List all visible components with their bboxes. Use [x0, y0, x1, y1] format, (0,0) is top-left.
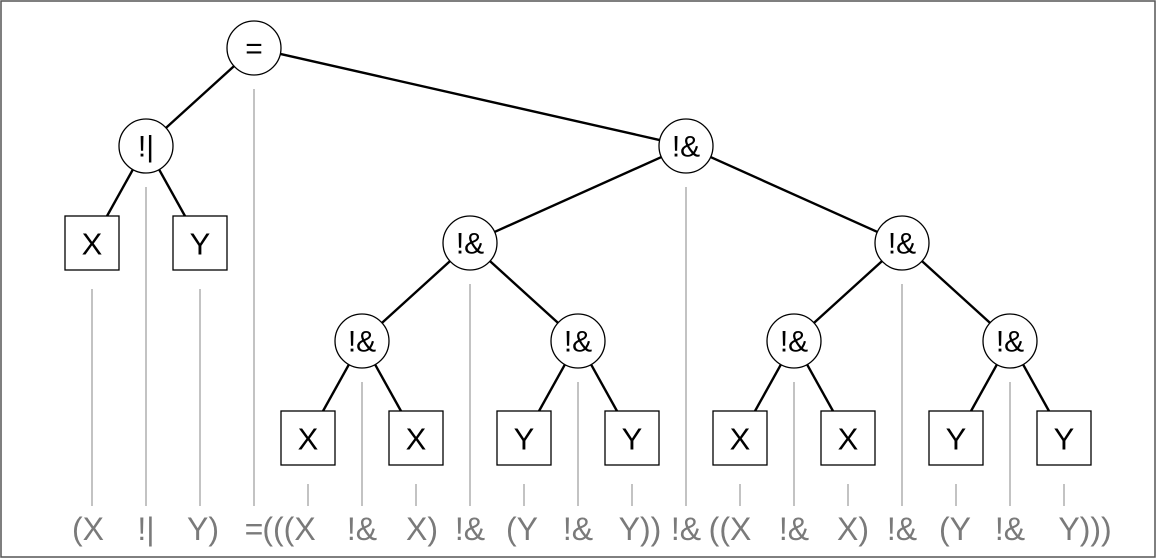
tree-edges — [105, 52, 1051, 412]
node-label: Y — [946, 422, 967, 457]
operator-circle — [334, 313, 390, 369]
node-label: X — [838, 422, 859, 457]
expression-token: Y))) — [1058, 511, 1111, 547]
edge-nand_l-nand_ll — [381, 260, 451, 324]
expression-token: !& — [887, 511, 917, 547]
leaf-box — [712, 410, 768, 466]
leaf-box — [172, 215, 228, 271]
edge-nand_lr-y2 — [537, 364, 566, 412]
leaf-box — [604, 410, 660, 466]
expression-token: (Y — [939, 511, 971, 547]
node-label: X — [406, 422, 427, 457]
operator-circle — [226, 20, 282, 76]
edge-or-y1 — [158, 169, 187, 217]
node-label: Y — [190, 227, 211, 262]
expression-token: (X — [72, 511, 104, 547]
operator-circle — [658, 118, 714, 174]
operator-circle — [982, 313, 1038, 369]
leaf-box — [820, 410, 876, 466]
edge-nand_rl-x4 — [753, 364, 782, 412]
tree-nodes: = !| !& !& !& !& !& !& !& X Y X X Y Y X X Y Y — [64, 20, 1092, 466]
expression-token: !& — [455, 511, 485, 547]
expression-token: (Y — [506, 511, 538, 547]
operator-node-nand_top: !& — [658, 118, 714, 174]
leaf-box — [928, 410, 984, 466]
operator-circle — [874, 215, 930, 271]
node-label: !& — [564, 326, 592, 359]
node-label: X — [298, 422, 319, 457]
edge-nand_top-nand_l — [494, 155, 662, 234]
expression-text: (X!|Y)=(((X!&X)!&(Y!&Y))!&((X!&X)!&(Y!&Y… — [72, 511, 1112, 547]
edge-eq-or — [165, 65, 235, 129]
node-label: Y — [514, 422, 535, 457]
guide-lines — [91, 89, 1065, 506]
operator-node-eq: = — [226, 20, 282, 76]
operator-node-nand_r: !& — [874, 215, 930, 271]
node-label: X — [730, 422, 751, 457]
edge-nand_r-nand_rr — [921, 260, 991, 324]
node-label: X — [82, 227, 103, 262]
expression-token: !& — [563, 511, 593, 547]
leaf-node-x3: X — [388, 410, 444, 466]
node-label: !& — [780, 326, 808, 359]
expression-token: !& — [995, 511, 1025, 547]
operator-node-nand_lr: !& — [550, 313, 606, 369]
expression-token: (((X — [262, 511, 315, 547]
operator-node-nand_rr: !& — [982, 313, 1038, 369]
node-label: = — [245, 33, 263, 66]
edge-nand_lr-y3 — [590, 364, 619, 412]
operator-node-nand_l: !& — [442, 215, 498, 271]
node-label: Y — [622, 422, 643, 457]
expression-token: = — [245, 511, 264, 547]
operator-circle — [766, 313, 822, 369]
operator-circle — [550, 313, 606, 369]
node-label: !& — [888, 228, 916, 261]
leaf-node-y1: Y — [172, 215, 228, 271]
leaf-node-y2: Y — [496, 410, 552, 466]
expression-token: !& — [671, 511, 701, 547]
node-label: !& — [672, 131, 700, 164]
leaf-box — [388, 410, 444, 466]
operator-circle — [118, 118, 174, 174]
leaf-node-y5: Y — [1036, 410, 1092, 466]
node-label: !& — [456, 228, 484, 261]
leaf-node-x4: X — [712, 410, 768, 466]
leaf-node-y4: Y — [928, 410, 984, 466]
edge-nand_ll-x2 — [321, 364, 350, 412]
edge-eq-nand_top — [280, 52, 660, 142]
expression-token: !| — [137, 511, 154, 547]
expression-token: Y)) — [619, 511, 662, 547]
expression-token: Y) — [187, 511, 219, 547]
expression-token: !& — [347, 511, 377, 547]
edge-nand_top-nand_r — [710, 155, 878, 234]
expression-token: ((X — [709, 511, 752, 547]
node-label: !& — [348, 326, 376, 359]
edge-nand_rr-y5 — [1022, 364, 1051, 412]
node-label: !| — [138, 131, 154, 164]
leaf-node-x2: X — [280, 410, 336, 466]
expression-token: X) — [406, 511, 438, 547]
edge-nand_ll-x3 — [374, 364, 403, 412]
operator-node-nand_ll: !& — [334, 313, 390, 369]
expression-token: X) — [837, 511, 869, 547]
leaf-node-y3: Y — [604, 410, 660, 466]
node-label: !& — [996, 326, 1024, 359]
leaf-box — [1036, 410, 1092, 466]
operator-node-nand_rl: !& — [766, 313, 822, 369]
leaf-node-x1: X — [64, 215, 120, 271]
edge-nand_l-nand_lr — [489, 260, 559, 324]
operator-circle — [442, 215, 498, 271]
node-label: Y — [1054, 422, 1075, 457]
leaf-box — [496, 410, 552, 466]
leaf-box — [280, 410, 336, 466]
operator-node-or: !| — [118, 118, 174, 174]
edge-nand_r-nand_rl — [813, 260, 883, 324]
edge-or-x1 — [105, 169, 134, 217]
edge-nand_rr-y4 — [969, 364, 998, 412]
expression-token: !& — [779, 511, 809, 547]
leaf-node-x5: X — [820, 410, 876, 466]
edge-nand_rl-x5 — [806, 364, 835, 412]
leaf-box — [64, 215, 120, 271]
